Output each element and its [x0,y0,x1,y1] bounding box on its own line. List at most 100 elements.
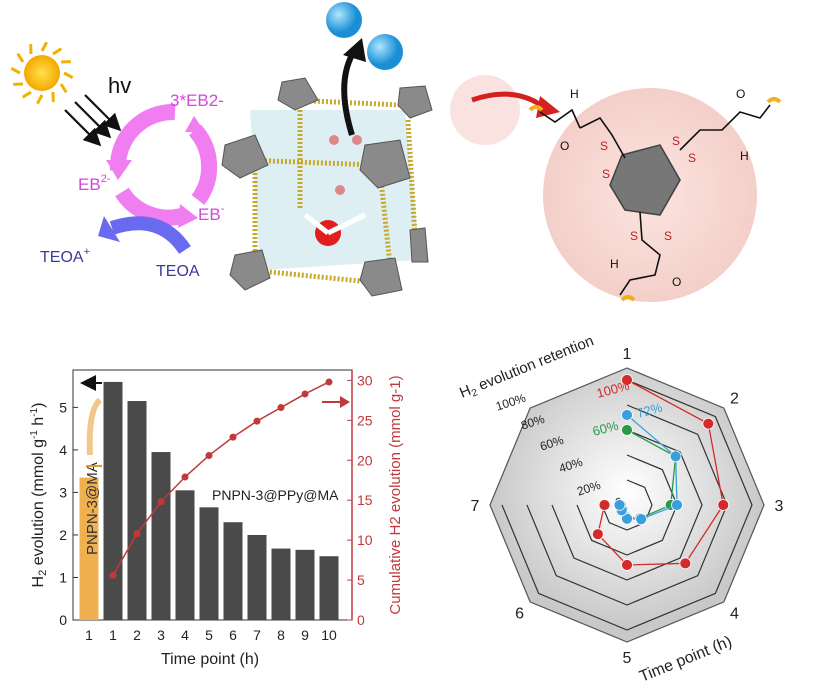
svg-text:H: H [610,257,619,271]
radar-point [621,424,633,436]
cumulative-point [277,404,285,412]
x-axis-title: Time point (h) [161,651,259,668]
radar-point [621,512,633,525]
svg-text:S: S [600,139,608,153]
sun-ray [21,90,32,99]
radar-point [591,528,604,541]
reference-bar [79,477,99,620]
polymer-chain-end [620,295,636,302]
cumulative-point [301,390,309,398]
svg-text:O: O [560,139,569,153]
svg-text:S: S [672,134,680,148]
radar-ring [551,429,703,581]
cumulative-line [112,381,330,576]
donor-arrow [109,216,191,255]
radar-point [621,374,633,386]
radar-point [598,499,611,511]
bar [175,490,195,620]
radar-point [669,450,682,463]
teoa-label: TEOA [156,263,200,280]
sun-ray [52,47,63,56]
y2-tick-label: 10 [357,532,373,548]
y2-tick-label: 0 [357,612,365,628]
sun-ray [10,67,21,75]
retention-radar-chart: 1234567020%40%60%80%100%60%72%100% [471,346,784,667]
x-tick-label: 7 [253,627,261,643]
x-tick-label: 6 [229,627,237,643]
bar [151,452,171,620]
svg-text:O: O [672,275,681,289]
radar-axis-label: 2 [730,391,739,408]
radar-ring [526,404,728,606]
radar-axis-label: 1 [623,346,632,363]
polymer-chain-end [528,105,544,112]
radar-point [621,559,633,571]
reference-bar-label: PNPN-3@MA [84,462,101,555]
atom-labels: H O S S S S O H S S H O [560,87,749,289]
sun-ray [63,71,74,79]
y-tick-label: 1 [59,569,67,585]
excited-eb-label: 3*EB2- [170,91,224,110]
radar-point [671,499,683,511]
radar-background [489,367,765,643]
cumulative-point [253,417,261,425]
polymer-chain-end [766,97,782,104]
hv-label: hv [108,73,131,98]
h2-molecule-icon [326,2,362,38]
radar-axis-label: 6 [515,605,524,622]
bar [319,556,339,620]
improvement-arrow-icon [86,397,103,456]
x-tick-label: 4 [181,627,189,643]
h2-molecule-icon [367,34,403,70]
bar [247,534,267,620]
molecular-structure [539,104,771,296]
light-arrows-icon [64,94,122,147]
x-tick-label: 1 [85,627,93,643]
cumulative-point [205,451,213,459]
svg-text:S: S [602,167,610,181]
svg-text:H: H [570,87,579,101]
svg-text:O: O [736,87,745,101]
y-tick-label: 4 [59,442,67,458]
radar-point [679,557,692,570]
svg-text:S: S [630,229,638,243]
sun-ray [36,94,44,105]
radar-point [702,417,715,430]
radar-ring-label: 100% [494,391,528,414]
y2-axis-title: Cumulative H2 evolution (mmol g-1) [387,375,404,614]
sun-ray [40,41,48,52]
y-tick-label: 5 [59,399,67,415]
bar [271,548,291,620]
y2-tick-label: 30 [357,372,373,388]
sun-icon [10,41,74,105]
radar-axis-label: 3 [775,498,784,515]
radar-axis-label: 7 [471,498,480,515]
ground-eb-label: EB2- [78,173,111,194]
y2-tick-label: 15 [357,492,373,508]
x-tick-label: 3 [157,627,165,643]
radar-point [717,499,730,511]
right-axis-arrowhead [340,396,350,408]
x-tick-label: 1 [109,627,117,643]
radar-axis-label: 5 [623,650,632,667]
cumulative-point [181,473,189,481]
nanocage-illustration [221,77,433,297]
radar-point [621,409,633,421]
y-axis-title: H2 evolution (mmol g-1 h-1) [29,403,49,588]
radar-ring [501,379,753,631]
svg-text:S: S [664,229,672,243]
radar-axis-label: 4 [730,605,739,622]
radar-point [613,499,626,511]
y-tick-label: 0 [59,612,67,628]
donor-arrowhead [98,216,120,242]
radar-axis-title: Time point (h) [637,633,734,686]
y2-tick-label: 25 [357,412,373,428]
y-tick-label: 3 [59,484,67,500]
svg-text:S: S [688,151,696,165]
sun-ray [16,52,25,63]
y-tick-label: 2 [59,527,67,543]
svg-text:H: H [740,149,749,163]
